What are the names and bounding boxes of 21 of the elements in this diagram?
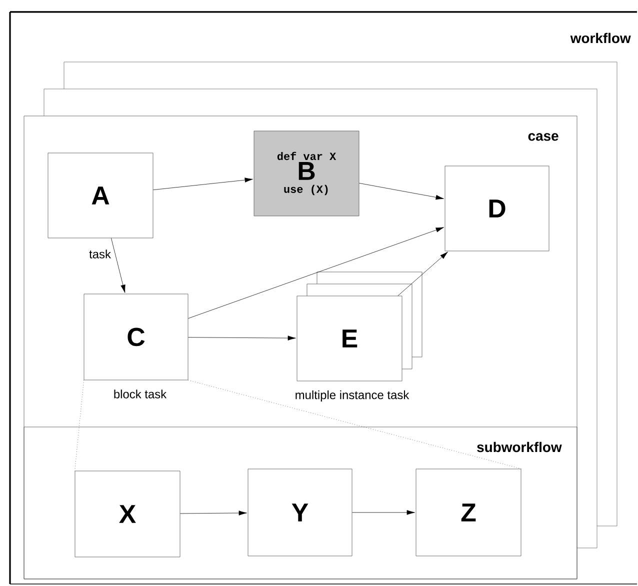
task-box: Y: [248, 468, 352, 556]
task-box: X: [74, 470, 180, 558]
task-box: D: [444, 166, 550, 252]
arrow: [188, 227, 444, 319]
task-box: A: [48, 152, 154, 238]
arrow: [359, 182, 444, 200]
arrow: [111, 238, 126, 293]
task-caption: task: [89, 250, 111, 258]
dotted-line: [188, 380, 522, 469]
task-box: Z: [416, 468, 522, 556]
arrow: [398, 252, 448, 296]
arrow: [153, 178, 253, 190]
dotted-line: [74, 380, 84, 471]
task-caption: multiple instance task: [296, 390, 410, 402]
task-caption: block task: [114, 390, 167, 398]
task-box: E: [296, 272, 422, 382]
task-box: def var X B use (X): [254, 130, 360, 216]
arrow: [180, 510, 247, 516]
arrow: [188, 336, 296, 340]
task-box: C: [84, 294, 188, 380]
arrow: [352, 510, 415, 515]
